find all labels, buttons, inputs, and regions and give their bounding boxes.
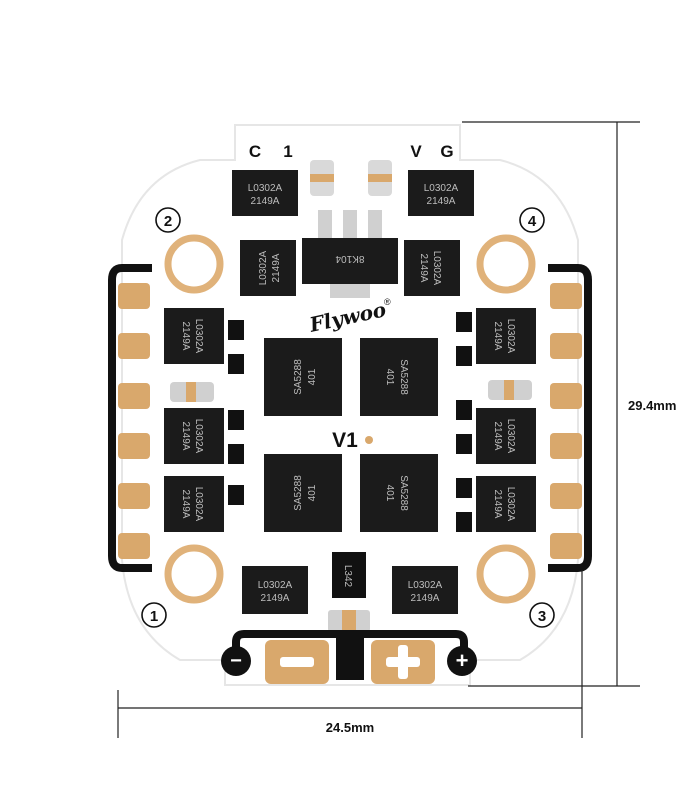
height-label: 29.4mm [628, 398, 676, 413]
pad-label-v: V [410, 142, 422, 161]
mosfet-chip: L0302A 2149A [408, 170, 474, 216]
chip-marking: L0302A [258, 580, 293, 591]
chip-marking: 2149A [492, 422, 503, 451]
chip-marking: SA5288 [398, 359, 409, 395]
chip-marking: 2149A [180, 490, 191, 519]
chip-marking: 2149A [180, 322, 191, 351]
mosfet-chip: L0302A 2149A [232, 170, 298, 216]
hole-number-4: 4 [519, 207, 545, 233]
version-label: V1 [332, 429, 358, 452]
mosfet-chip: L0302A 2149A [392, 566, 458, 614]
small-ic: L342 [328, 552, 370, 632]
width-dimension [117, 570, 583, 738]
svg-text:L342: L342 [342, 565, 353, 588]
svg-text:+: + [456, 648, 469, 673]
hole-number-1: 1 [141, 602, 167, 628]
hole-number-3: 3 [529, 602, 555, 628]
small-components [228, 312, 472, 532]
svg-text:2: 2 [164, 213, 172, 230]
pad-label-1: 1 [283, 142, 292, 161]
svg-text:3: 3 [538, 608, 546, 625]
power-pad-negative [265, 640, 329, 684]
chip-marking: 401 [384, 369, 395, 386]
chip-marking: 2149A [427, 196, 456, 207]
minus-symbol: − [221, 646, 251, 676]
chip-marking: L0302A [408, 580, 443, 591]
chip-marking: 2149A [492, 322, 503, 351]
chip-marking: 401 [307, 484, 318, 501]
chip-marking: 2149A [492, 490, 503, 519]
chip-marking: L0302A [193, 487, 204, 522]
chip-marking: L0302A [505, 487, 516, 522]
svg-text:8K104: 8K104 [335, 253, 364, 264]
chip-marking: 2149A [411, 593, 440, 604]
mounting-hole-1 [164, 544, 224, 604]
svg-text:1: 1 [150, 608, 158, 625]
plus-symbol: + [447, 646, 477, 676]
power-pad-positive [371, 640, 435, 684]
chip-marking: 401 [307, 368, 318, 385]
brand-registered-mark: ® [384, 297, 391, 307]
chip-marking: SA5288 [293, 359, 304, 395]
fiducial-dot [365, 436, 373, 444]
regulator-chip: 8K104 [302, 210, 398, 298]
pcb-board [121, 124, 579, 686]
chip-marking: L0302A [258, 250, 269, 285]
right-motor-pads [550, 283, 582, 559]
left-motor-pads [118, 283, 150, 559]
pad-label-g: G [440, 142, 453, 161]
chip-marking: 2149A [180, 422, 191, 451]
mounting-hole-4 [476, 234, 536, 294]
chip-marking: L0302A [248, 183, 283, 194]
chip-marking: L0302A [505, 419, 516, 454]
chip-marking: L0302A [424, 183, 459, 194]
chip-marking: L0302A [431, 251, 442, 286]
chip-marking: 401 [384, 485, 395, 502]
right-motor-pad-rail [548, 264, 592, 572]
chip-marking: SA5288 [398, 475, 409, 511]
chip-marking: 2149A [251, 196, 280, 207]
width-label: 24.5mm [326, 720, 374, 735]
mosfet-chip: L0302A 2149A [242, 566, 308, 614]
chip-marking: L0302A [193, 419, 204, 454]
pad-label-c: C [249, 142, 261, 161]
chip-marking: SA5288 [293, 475, 304, 511]
mounting-hole-2 [164, 234, 224, 294]
mounting-hole-3 [476, 544, 536, 604]
chip-marking: L0302A [505, 319, 516, 354]
svg-text:4: 4 [528, 213, 537, 230]
hole-number-2: 2 [155, 207, 181, 233]
height-dimension [462, 121, 640, 687]
chip-marking: L0302A [193, 319, 204, 354]
chip-marking: 2149A [418, 254, 429, 283]
svg-text:−: − [230, 650, 242, 672]
chip-marking: 2149A [271, 253, 282, 282]
left-motor-pad-rail [108, 264, 152, 572]
chip-marking: 2149A [261, 593, 290, 604]
